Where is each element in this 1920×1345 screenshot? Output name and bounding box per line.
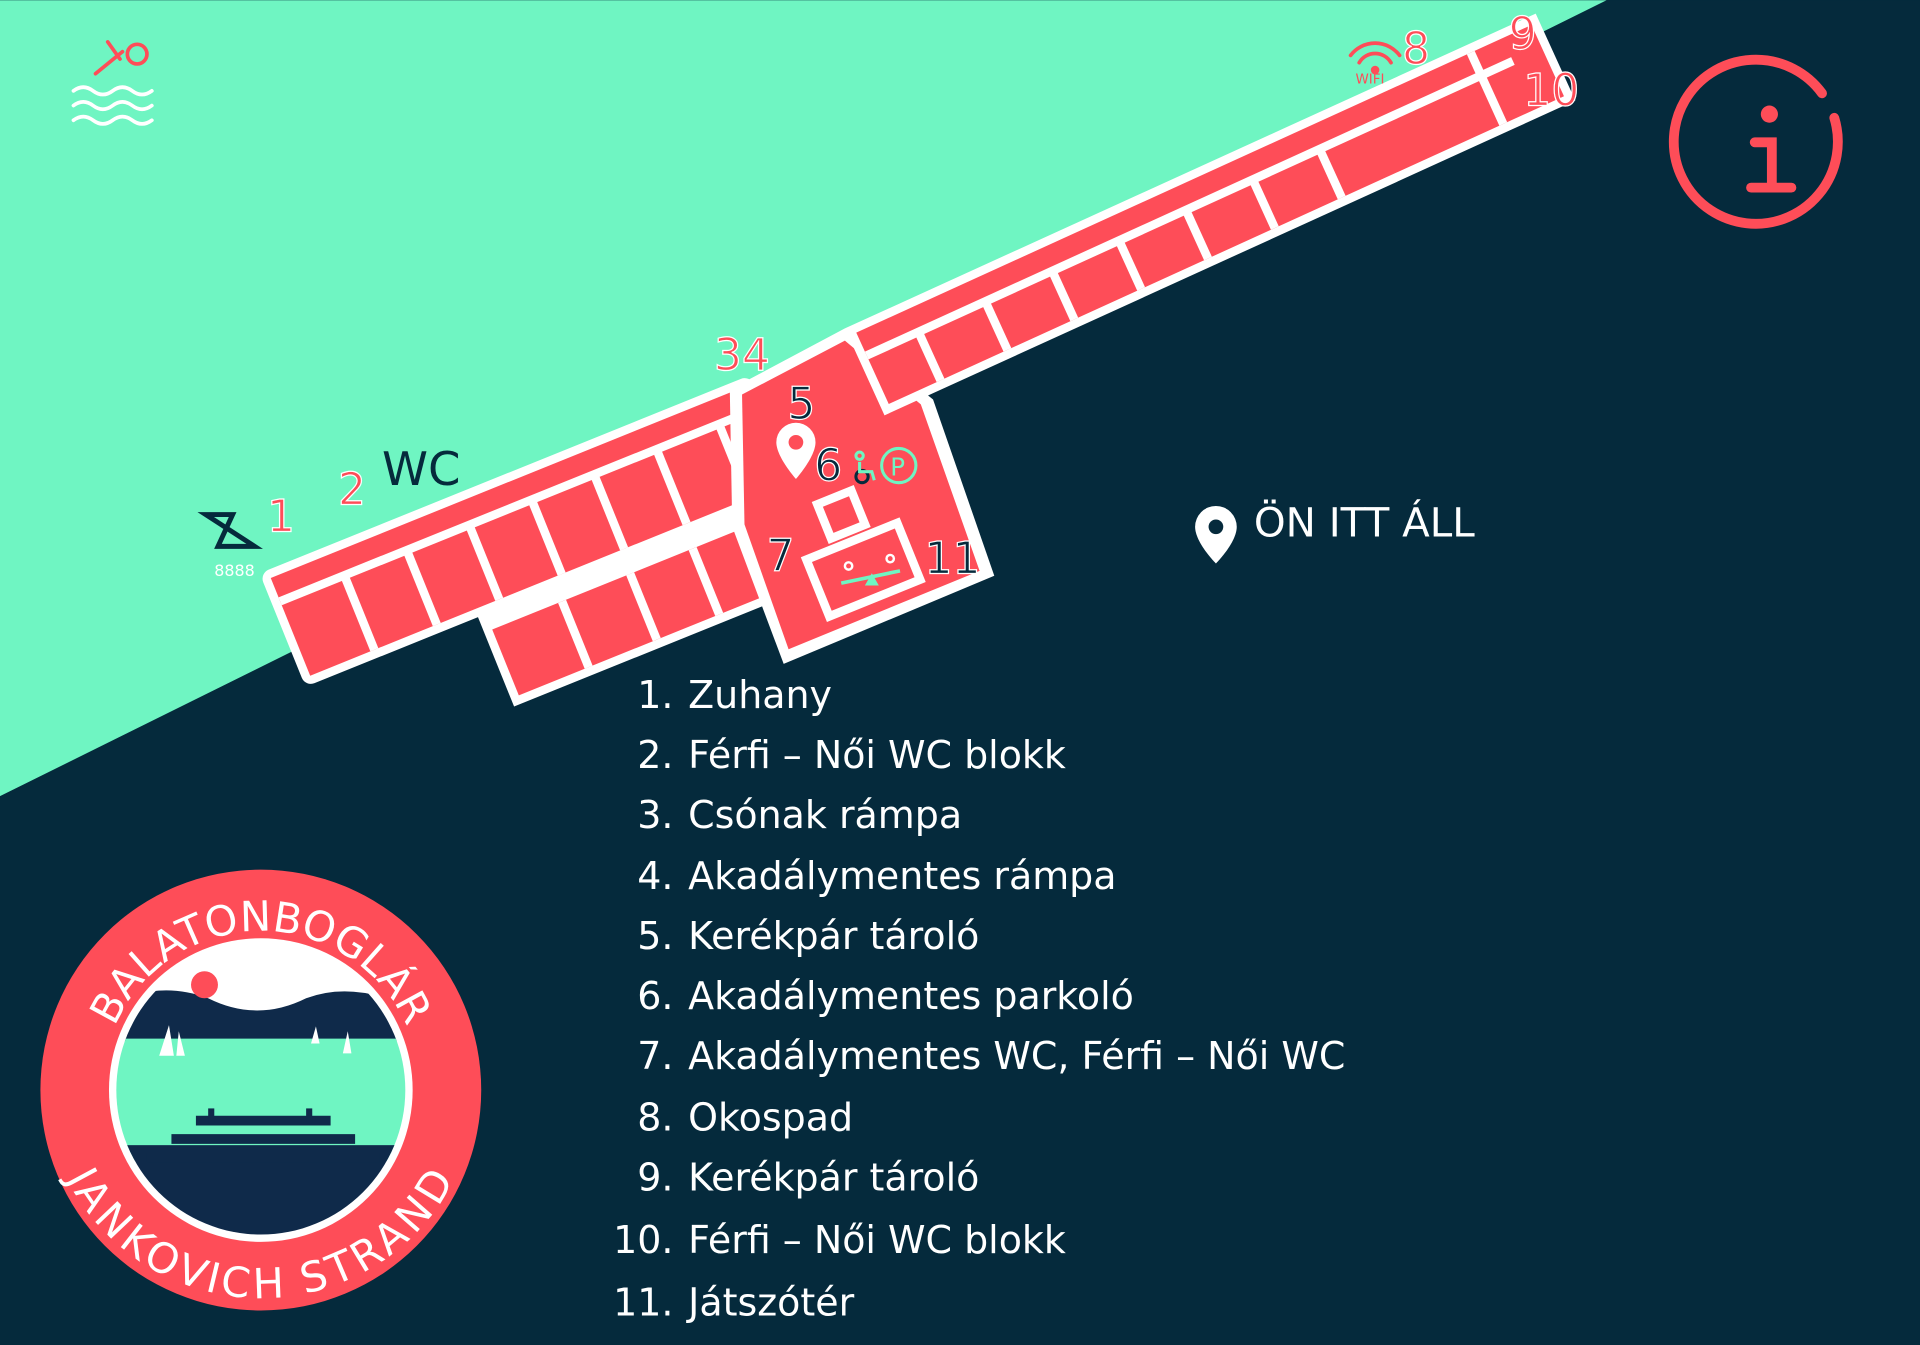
pin-center [788, 434, 804, 450]
building-main-west [262, 378, 793, 684]
map-label-5: 5 [787, 379, 815, 430]
you-are-here-pin-icon [1195, 505, 1237, 564]
legend-num: 5. [637, 914, 673, 958]
map-label-1: 1 [267, 492, 295, 543]
legend-item: Akadálymentes parkoló [688, 974, 1134, 1018]
swimming-icon [71, 40, 154, 126]
parking-icon [880, 446, 918, 485]
legend-num: 11. [613, 1280, 673, 1324]
wifi-label: WIFI [1356, 73, 1385, 88]
legend-num: 8. [637, 1095, 673, 1139]
playground-icon [840, 553, 901, 586]
parking-icon-label: P [890, 452, 905, 481]
map-label-2: 2 [338, 465, 366, 516]
legend-item: Férfi – Női WC blokk [688, 733, 1066, 777]
legend-num: 7. [637, 1034, 673, 1078]
info-icon[interactable] [1668, 54, 1843, 229]
map-label-11: 11 [924, 533, 980, 584]
legend-num: 3. [637, 793, 673, 837]
map-label-7: 7 [767, 531, 795, 582]
legend-item: Akadálymentes rámpa [688, 854, 1116, 898]
map-label-9: 9 [1509, 9, 1537, 60]
legend-item: Játszótér [686, 1280, 854, 1324]
map-label-10: 10 [1523, 66, 1579, 117]
svg-text:8888: 8888 [214, 561, 254, 580]
playground-area [800, 517, 926, 622]
legend-item: Zuhany [688, 673, 832, 717]
jankovich-strand-logo: BALATONBOGLÁR JANKOVICH STRAND [40, 869, 482, 1311]
legend-item: Csónak rámpa [688, 793, 962, 837]
legend-num: 2. [637, 733, 673, 777]
map-label-6: 6 [814, 440, 842, 491]
legend-item: Kerékpár tároló [688, 1155, 979, 1199]
map-label-8: 8 [1402, 24, 1430, 75]
location-pin-icon [776, 422, 816, 480]
building-central-kiosk [811, 485, 871, 545]
building-main-east [844, 13, 1576, 416]
legend-item: Akadálymentes WC, Férfi – Női WC [688, 1034, 1345, 1078]
legend-num: 1. [637, 673, 673, 717]
you-are-here-label: ÖN ITT ÁLL [1254, 499, 1475, 547]
wheelchair-icon [854, 450, 876, 485]
map-label-wc: WC [382, 442, 460, 496]
legend-num: 9. [637, 1155, 673, 1199]
wifi-icon [1348, 41, 1402, 75]
building-lower-wing [475, 502, 781, 707]
legend-num: 4. [637, 854, 673, 898]
legend-num: 6. [637, 974, 673, 1018]
you-are-here-pin-center [1208, 519, 1224, 535]
legend-item: Okospad [688, 1095, 853, 1139]
legend-item: Férfi – Női WC blokk [688, 1218, 1066, 1262]
shower-icon: 8888 [197, 512, 263, 580]
legend-item: Kerékpár tároló [688, 914, 979, 958]
legend-num: 10. [613, 1218, 673, 1262]
legend-list: 1. Zuhany 2. Férfi – Női WC blokk 3. Csónak… [613, 673, 1345, 1324]
map-label-3-4: 34 [714, 330, 770, 381]
